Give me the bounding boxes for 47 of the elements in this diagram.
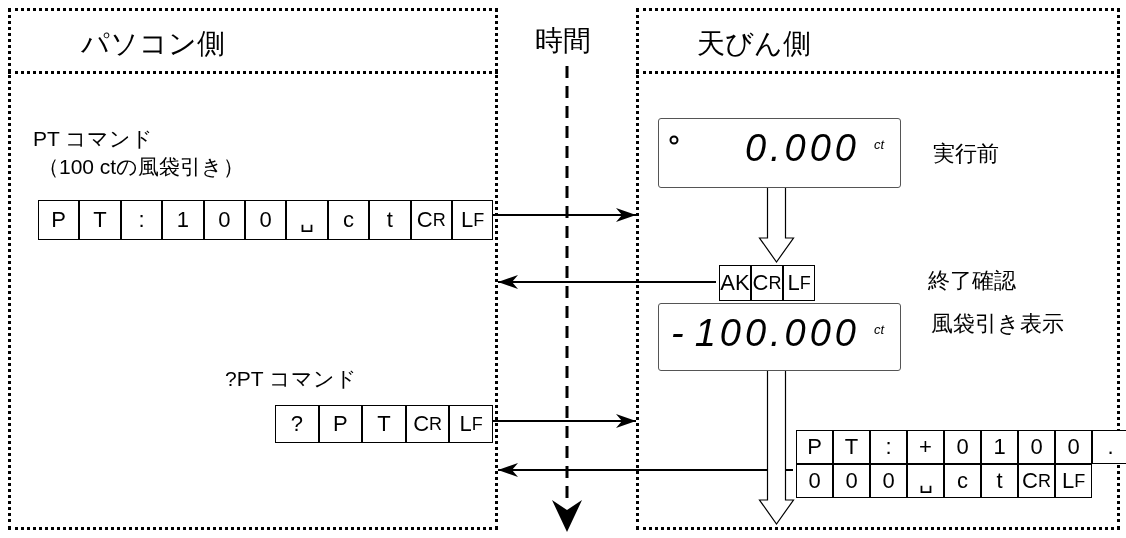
character-cell: . [1092, 430, 1126, 464]
character-cell: : [870, 430, 907, 464]
character-cell: t [369, 200, 411, 240]
caption-text: 終了確認 [928, 267, 1016, 295]
weight-display [658, 118, 901, 188]
weight-display [658, 303, 901, 371]
character-cell: 0 [203, 200, 245, 240]
axis-label: 時間 [535, 23, 591, 59]
character-cell: T [833, 430, 870, 464]
character-cell: ␣ [907, 464, 944, 498]
character-cell: 0 [1018, 430, 1055, 464]
computer-side-panel [8, 8, 498, 530]
caption-text: PT コマンド [33, 126, 154, 152]
caption-text: ?PT コマンド [225, 366, 357, 392]
character-cell: + [907, 430, 944, 464]
panel-heading: パソコン側 [81, 26, 225, 62]
arrow [497, 275, 717, 289]
unit-text: ct [874, 322, 885, 337]
caption-text: 実行前 [933, 140, 999, 168]
character-cell: P [796, 430, 833, 464]
character-cell: 0 [833, 464, 870, 498]
arrow [497, 463, 794, 477]
character-cell: 0 [244, 200, 287, 240]
character-cell: c [327, 200, 370, 240]
character-cell: c [944, 464, 981, 498]
caption-text: （100 ctの風袋引き） [38, 154, 245, 180]
character-cell: ? [275, 405, 319, 443]
character-cell: 0 [796, 464, 833, 498]
panel-heading: 天びん側 [697, 26, 811, 62]
character-cell: t [981, 464, 1018, 498]
caption-text: 風袋引き表示 [931, 310, 1064, 338]
character-cell: AK [719, 265, 751, 301]
character-cell: 0 [1055, 430, 1092, 464]
character-cell: T [362, 405, 406, 443]
sign-text: - [671, 312, 688, 355]
character-cell: T [79, 200, 121, 240]
unit-text: ct [874, 137, 885, 152]
character-cell: 0 [870, 464, 907, 498]
character-cell: 1 [981, 430, 1018, 464]
character-cell: ␣ [286, 200, 328, 240]
display-digits: 0.000 [744, 127, 860, 170]
character-cell: P [38, 200, 80, 240]
character-cell: 0 [944, 430, 981, 464]
character-cell: 1 [162, 200, 204, 240]
character-cell: : [120, 200, 163, 240]
character-cell: P [318, 405, 363, 443]
display-digits: 100.000 [694, 312, 860, 355]
